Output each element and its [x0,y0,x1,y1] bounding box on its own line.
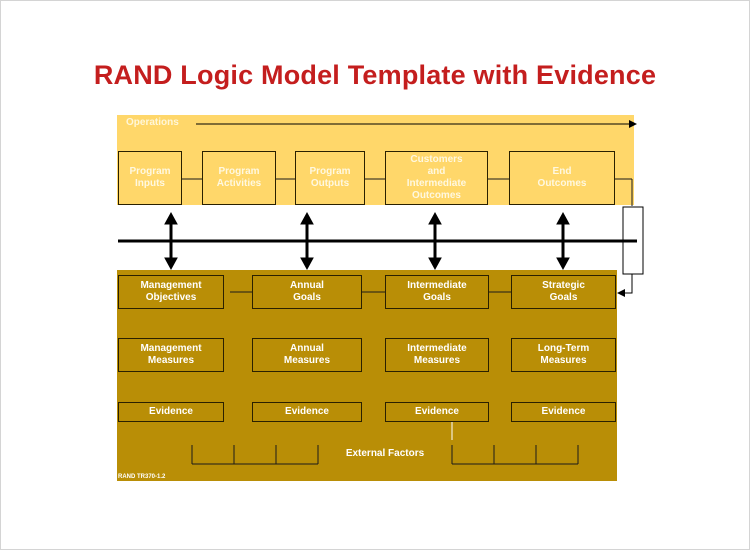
linkage-arrows [164,211,570,271]
program-inputs-box: Program Inputs [118,151,182,205]
evidence-box-2: Evidence [252,402,362,422]
management-measures-box: Management Measures [118,338,224,372]
external-factors-bracket [191,422,579,465]
external-factors-label: External Factors [345,448,425,459]
operations-connectors [182,178,633,206]
evidence-box-3: Evidence [385,402,489,422]
intermediate-goals-box: Intermediate Goals [385,275,489,309]
customers-intermediate-outcomes-box: Customers and Intermediate Outcomes [385,151,488,205]
management-objectives-box: Management Objectives [118,275,224,309]
annual-goals-box: Annual Goals [252,275,362,309]
strategy-band [117,270,617,481]
evidence-box-1: Evidence [118,402,224,422]
annual-measures-box: Annual Measures [252,338,362,372]
intermediate-measures-box: Intermediate Measures [385,338,489,372]
long-term-measures-box: Long-Term Measures [511,338,616,372]
program-outputs-box: Program Outputs [295,151,365,205]
end-outcomes-box: End Outcomes [509,151,615,205]
operations-band [117,115,634,205]
operations-label: Operations [126,117,179,128]
evidence-box-4: Evidence [511,402,616,422]
program-activities-box: Program Activities [202,151,276,205]
footnote: RAND TR370-1.2 [118,474,166,480]
page-title: RAND Logic Model Template with Evidence [93,60,657,90]
feedback-arrow [617,274,633,297]
strategic-goals-box: Strategic Goals [511,275,616,309]
